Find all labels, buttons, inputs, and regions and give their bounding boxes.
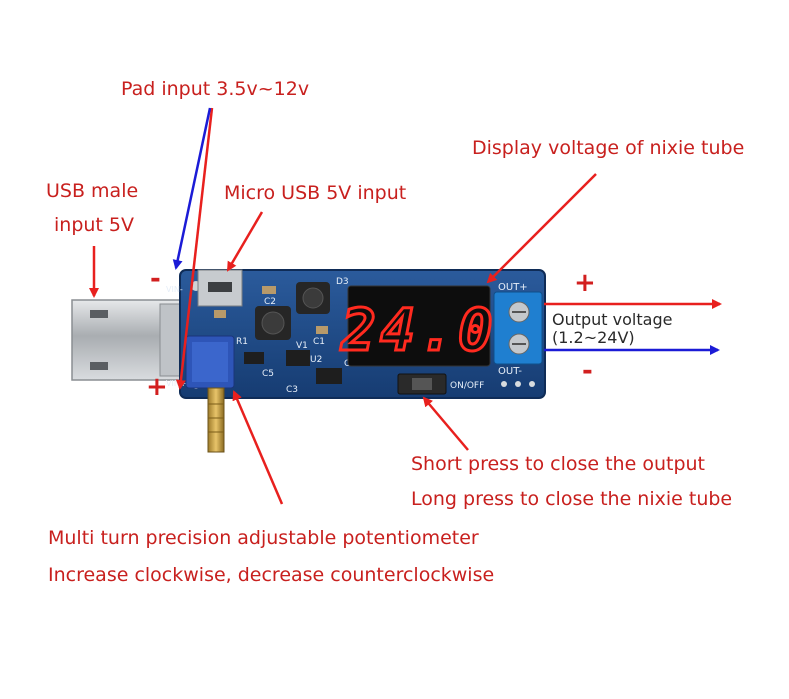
output-plus-sign: + xyxy=(574,268,596,298)
silk-c2: C2 xyxy=(264,297,276,307)
arrow-pad-input-blue xyxy=(172,107,212,270)
arrow-pad-input-red xyxy=(175,107,214,390)
usb-male-label-line2: input 5V xyxy=(54,214,134,236)
pad-plus-sign: + xyxy=(146,372,168,402)
micro-usb-port xyxy=(197,269,243,307)
silk-u2: U2 xyxy=(310,355,322,365)
silk-vin-plus: VIN+ xyxy=(166,379,187,388)
long-press-label: Long press to close the nixie tube xyxy=(411,488,733,510)
silk-vin-minus: VIN- xyxy=(166,285,183,294)
arrow-switch xyxy=(422,396,469,451)
power-components xyxy=(214,282,342,384)
seven-segment-display: 24.0 xyxy=(339,285,497,367)
arrow-potentiometer xyxy=(232,390,284,505)
potentiometer-label-line1: Multi turn precision adjustable potentio… xyxy=(48,527,479,549)
silk-c1: C1 xyxy=(313,337,325,347)
silk-v1: V1 xyxy=(296,341,308,351)
usb-male-label-line1: USB male xyxy=(46,180,139,202)
out-plus-label: OUT+ xyxy=(498,282,528,293)
potentiometer xyxy=(185,335,235,453)
out-minus-label: OUT- xyxy=(498,366,522,377)
switch-label: ON/OFF xyxy=(450,381,484,391)
display-reading: 24.0 xyxy=(340,296,497,364)
output-minus-sign: - xyxy=(582,356,593,386)
output-terminal-block: OUT+ OUT- xyxy=(493,282,543,387)
arrow-display xyxy=(486,173,597,284)
annotation-arrows xyxy=(89,107,722,505)
on-off-switch: ON/OFF xyxy=(397,373,484,395)
display-voltage-label: Display voltage of nixie tube xyxy=(472,137,745,159)
pad-minus-sign: - xyxy=(150,264,161,294)
pad-input-label: Pad input 3.5v~12v xyxy=(121,78,310,100)
silk-c5: C5 xyxy=(262,369,274,379)
short-press-label: Short press to close the output xyxy=(411,453,705,475)
output-voltage-label-line2: (1.2~24V) xyxy=(552,328,635,347)
usb-male-connector xyxy=(71,299,187,381)
output-voltage-label-line1: Output voltage xyxy=(552,310,673,329)
silk-c3: C3 xyxy=(286,385,298,395)
micro-usb-label: Micro USB 5V input xyxy=(224,182,407,204)
silk-d3: D3 xyxy=(336,277,349,287)
arrow-micro-usb xyxy=(226,211,264,272)
potentiometer-label-line2: Increase clockwise, decrease countercloc… xyxy=(48,564,495,586)
silk-r1: R1 xyxy=(236,337,248,347)
